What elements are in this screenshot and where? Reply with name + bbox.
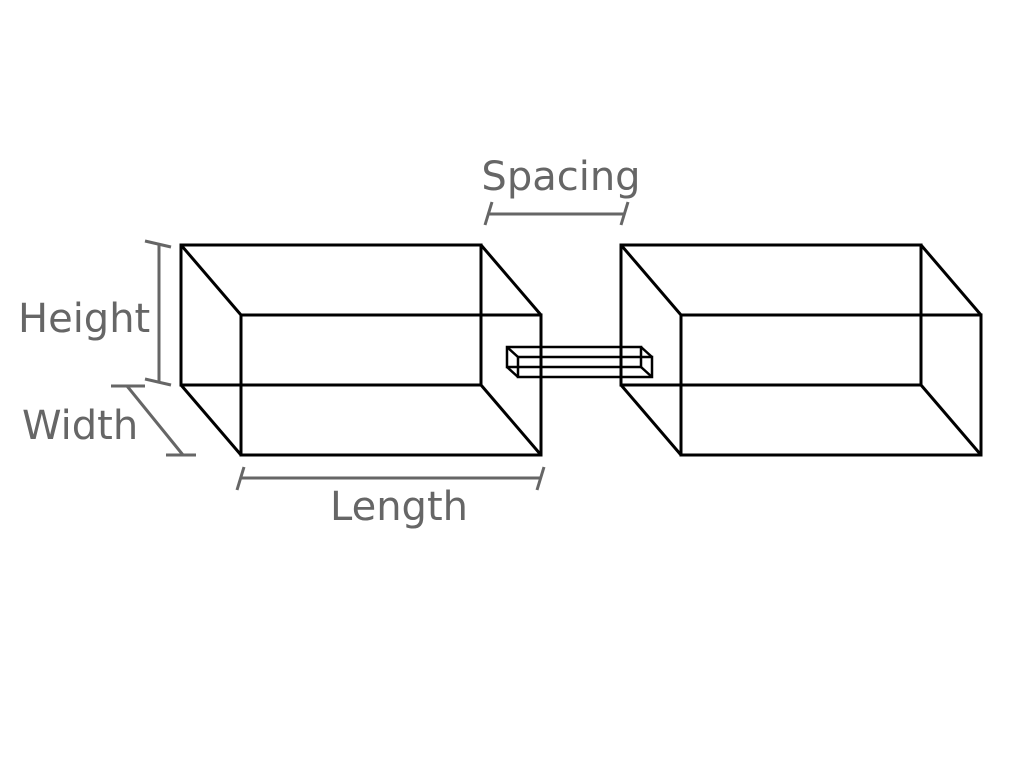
right-box-front-face bbox=[679, 313, 983, 457]
right-box-edge bbox=[619, 244, 683, 316]
right-box-edge bbox=[919, 244, 983, 316]
spacing-tick-right bbox=[619, 201, 630, 226]
left-box-edge bbox=[479, 384, 543, 456]
length-label: Length bbox=[330, 484, 468, 530]
length-dimension: Length bbox=[235, 466, 546, 530]
width-dimension-line bbox=[125, 385, 185, 456]
width-label: Width bbox=[22, 403, 138, 449]
connector-edge bbox=[640, 346, 653, 358]
height-tick-top bbox=[144, 239, 172, 249]
connector-edge bbox=[506, 346, 519, 358]
spacing-tick-left bbox=[483, 201, 494, 226]
right-box-edge bbox=[919, 384, 983, 456]
left-box-edge bbox=[179, 244, 243, 316]
height-tick-bottom bbox=[144, 377, 172, 387]
connector-front-face bbox=[516, 355, 654, 379]
height-dimension: Height bbox=[18, 239, 172, 387]
length-tick-left bbox=[235, 466, 246, 491]
spacing-label: Spacing bbox=[481, 154, 640, 200]
spacing-dimension: Spacing bbox=[481, 154, 641, 226]
left-box-front-face bbox=[239, 313, 543, 457]
width-dimension: Width bbox=[22, 384, 196, 457]
right-box bbox=[619, 243, 983, 457]
right-box-edge bbox=[619, 384, 683, 456]
left-box-edge bbox=[179, 384, 243, 456]
height-label: Height bbox=[18, 296, 150, 342]
connector-bar bbox=[505, 345, 654, 379]
length-tick-right bbox=[535, 466, 546, 491]
connector-edge bbox=[640, 366, 653, 378]
connector-edge bbox=[506, 366, 519, 378]
left-box bbox=[179, 243, 543, 457]
left-box-edge bbox=[479, 244, 543, 316]
